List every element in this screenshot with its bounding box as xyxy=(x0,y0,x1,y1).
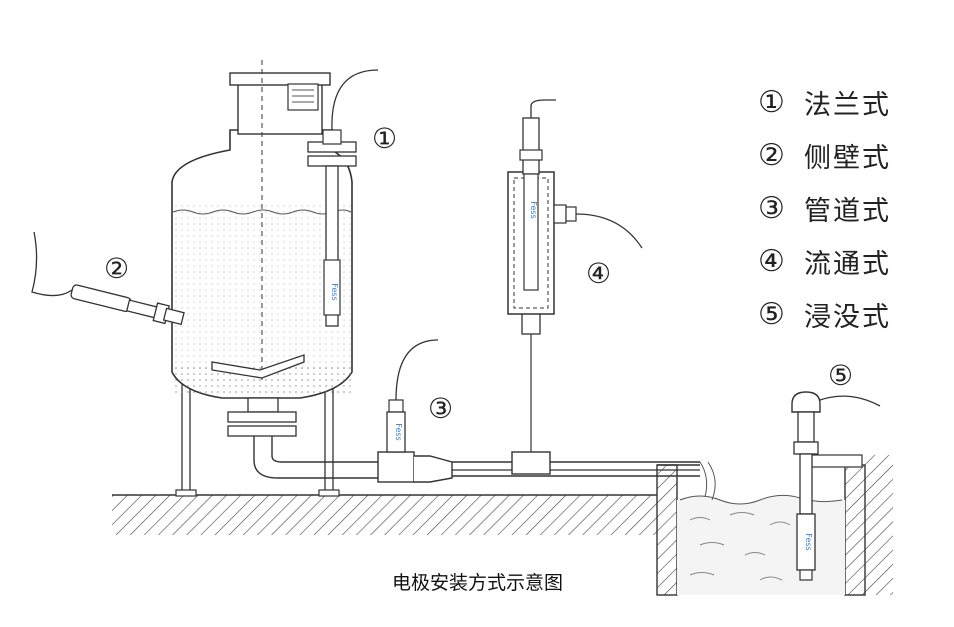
diagram-caption: 电极安装方式示意图 xyxy=(392,572,564,594)
legend: ① 法兰式 ② 侧壁式 ③ 管道式 ④ 流通式 ⑤ 浸没式 xyxy=(758,76,928,341)
tank-legs xyxy=(175,384,340,497)
legend-number: ④ xyxy=(758,243,785,279)
pipeline-probe: Fess xyxy=(386,339,439,453)
legend-item: ④ 流通式 xyxy=(758,235,928,288)
legend-label: 浸没式 xyxy=(804,302,891,333)
legend-number: ② xyxy=(758,137,785,173)
marker-flange: ① xyxy=(372,122,398,155)
legend-number: ⑤ xyxy=(758,296,785,332)
legend-label: 侧壁式 xyxy=(804,143,891,174)
probe-brand-label: Fess xyxy=(804,533,813,550)
marker-flow-through: ④ xyxy=(586,257,612,290)
water-basin xyxy=(656,454,893,596)
legend-number: ③ xyxy=(758,190,785,226)
ground-slab xyxy=(112,494,657,535)
legend-label: 管道式 xyxy=(804,196,891,227)
immersion-probe: Fess xyxy=(791,391,881,581)
legend-number: ① xyxy=(758,84,785,120)
mixing-tank xyxy=(171,60,353,437)
marker-immersion: ⑤ xyxy=(828,359,854,392)
pipeline xyxy=(253,436,700,483)
probe-brand-label: Fess xyxy=(529,201,538,218)
legend-label: 法兰式 xyxy=(804,90,891,121)
legend-item: ① 法兰式 xyxy=(758,76,928,129)
side-wall-probe xyxy=(31,231,185,326)
probe-brand-label: Fess xyxy=(394,423,403,440)
flange-probe: Fess xyxy=(307,69,379,327)
legend-item: ⑤ 浸没式 xyxy=(758,288,928,341)
probe-brand-label: Fess xyxy=(330,283,339,300)
flow-through-cell: Fess xyxy=(507,99,643,452)
marker-pipeline: ③ xyxy=(428,392,454,425)
legend-item: ② 侧壁式 xyxy=(758,129,928,182)
legend-item: ③ 管道式 xyxy=(758,182,928,235)
marker-side-wall: ② xyxy=(104,252,130,285)
legend-label: 流通式 xyxy=(804,249,891,280)
